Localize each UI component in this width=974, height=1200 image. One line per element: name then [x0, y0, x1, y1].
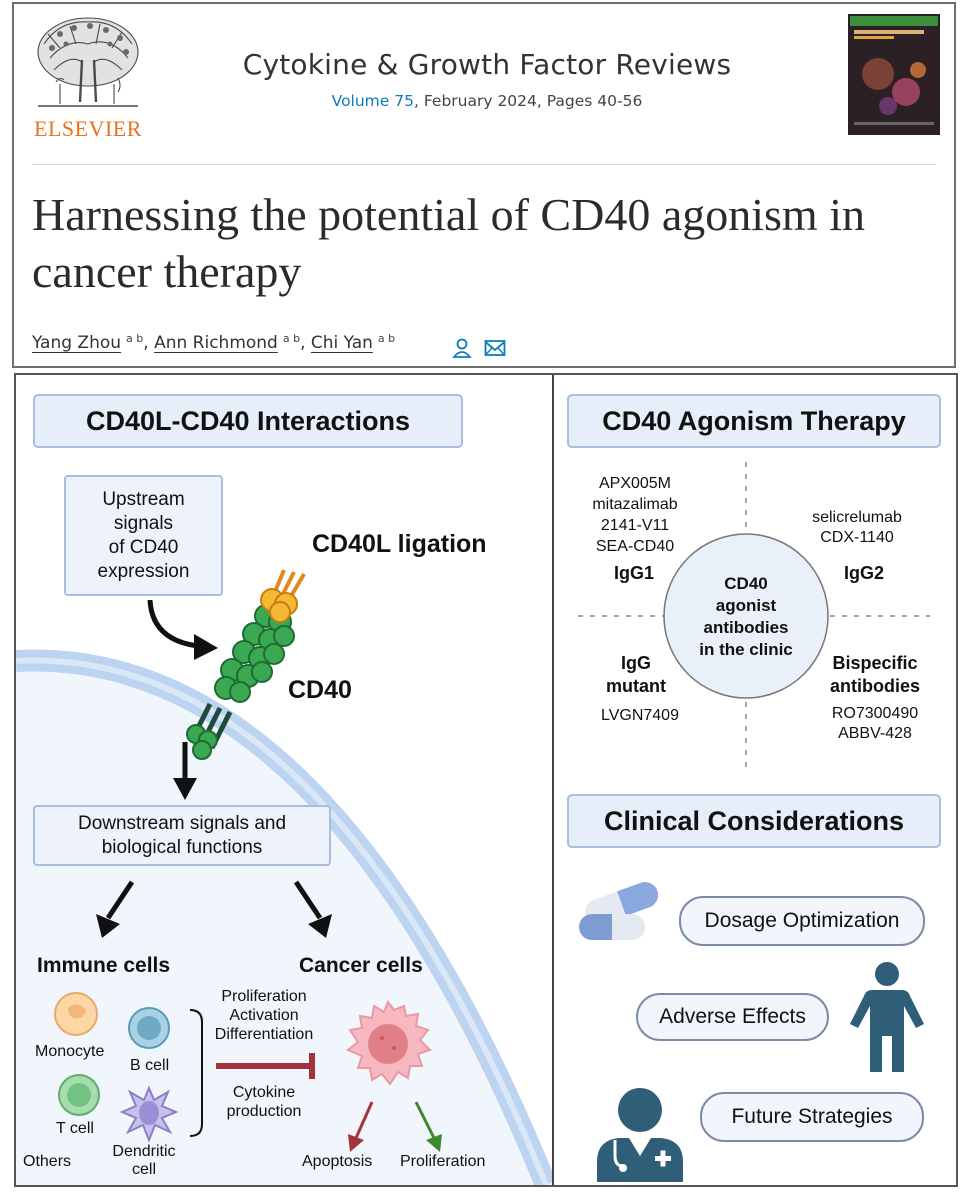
author-link[interactable]: Ann Richmond — [154, 333, 278, 353]
igg1-drug-list: APX005M mitazalimab 2141-V11 SEA-CD40 — [592, 475, 678, 555]
monocyte-icon — [54, 992, 98, 1036]
person-figure-icon — [850, 962, 924, 1072]
elsevier-wordmark[interactable]: ELSEVIER — [34, 116, 142, 141]
journal-name[interactable]: Cytokine & Growth Factor Reviews — [242, 48, 732, 81]
igg1-label: IgG1 — [614, 563, 655, 583]
igg-mutant-label: IgG mutant — [606, 653, 666, 696]
inhibition-arrow — [216, 1053, 315, 1079]
future-strategies-pill: Future Strategies — [700, 1092, 924, 1142]
article-header-card — [12, 2, 956, 368]
article-title: Harnessing the potential of CD40 agonism… — [32, 189, 865, 297]
person-icon[interactable] — [451, 337, 473, 359]
monocyte-label: Monocyte — [35, 1043, 105, 1060]
therapy-center-label: CD40 agonist antibodies in the clinic — [699, 574, 793, 659]
others-label: Others — [23, 1153, 72, 1170]
functions-label: Proliferation Activation Differentiation — [214, 988, 314, 1043]
downstream-signals-box: Downstream signals and biological functi… — [33, 805, 331, 866]
downstream-arrow — [173, 742, 197, 800]
interactions-title: CD40L-CD40 Interactions — [33, 394, 463, 448]
adverse-effects-pill: Adverse Effects — [636, 993, 829, 1041]
igg2-drug-list: selicrelumab CDX-1140 — [812, 509, 902, 546]
proliferation-label: Proliferation — [400, 1153, 486, 1170]
therapy-quadrant-lines — [578, 462, 930, 768]
cd40-receptor-illustration — [186, 569, 306, 760]
immune-bracket — [189, 1009, 203, 1137]
elsevier-tree-logo[interactable] — [30, 14, 146, 114]
dosage-optimization-pill: Dosage Optimization — [679, 896, 925, 946]
mail-icon[interactable] — [484, 339, 506, 357]
cd40-label: CD40 — [288, 676, 352, 704]
immune-arrow — [96, 880, 135, 938]
pill-capsule-icon — [579, 882, 659, 940]
journal-meta: Volume 75, February 2024, Pages 40-56 — [0, 92, 974, 110]
author-affiliation[interactable]: a b — [126, 332, 144, 345]
cancer-cell-icon — [346, 999, 432, 1086]
proliferation-arrow — [414, 1101, 442, 1152]
apoptosis-label: Apoptosis — [302, 1153, 373, 1170]
cancer-arrow — [293, 880, 332, 938]
author-link[interactable]: Yang Zhou — [32, 333, 122, 353]
igg-mutant-drug: LVGN7409 — [601, 707, 679, 724]
clinical-considerations-title: Clinical Considerations — [567, 794, 941, 848]
igg2-label: IgG2 — [844, 563, 885, 583]
cd40l-ligation-label: CD40L ligation — [312, 530, 487, 558]
dendritic-cell-icon — [119, 1085, 179, 1143]
immune-cells-heading: Immune cells — [37, 954, 171, 977]
header-divider — [32, 164, 936, 165]
volume-link[interactable]: Volume 75 — [331, 92, 414, 110]
author-affiliation[interactable]: a b — [282, 332, 301, 345]
journal-cover[interactable] — [848, 14, 940, 135]
cytokine-label: Cytokine production — [226, 1084, 302, 1120]
t-cell-icon — [58, 1074, 100, 1116]
panel-divider — [552, 375, 554, 1185]
author-link[interactable]: Chi Yan — [310, 333, 373, 353]
dendritic-cell-label: Dendritic cell — [112, 1143, 176, 1178]
bispecific-label: Bispecific antibodies — [829, 653, 920, 696]
issue-details: , February 2024, Pages 40-56 — [413, 92, 643, 110]
apoptosis-arrow — [348, 1101, 374, 1152]
therapy-title: CD40 Agonism Therapy — [567, 394, 941, 448]
t-cell-label: T cell — [56, 1120, 94, 1137]
upstream-signals-box: Upstream signals of CD40 expression — [64, 475, 223, 596]
bispecific-drug-list: RO7300490 ABBV-428 — [831, 705, 919, 742]
upstream-arrow — [147, 599, 218, 660]
b-cell-label: B cell — [130, 1057, 170, 1074]
b-cell-icon — [128, 1007, 170, 1049]
doctor-icon — [597, 1088, 683, 1182]
cancer-cells-heading: Cancer cells — [299, 954, 423, 977]
author-affiliation[interactable]: a b — [377, 332, 396, 345]
